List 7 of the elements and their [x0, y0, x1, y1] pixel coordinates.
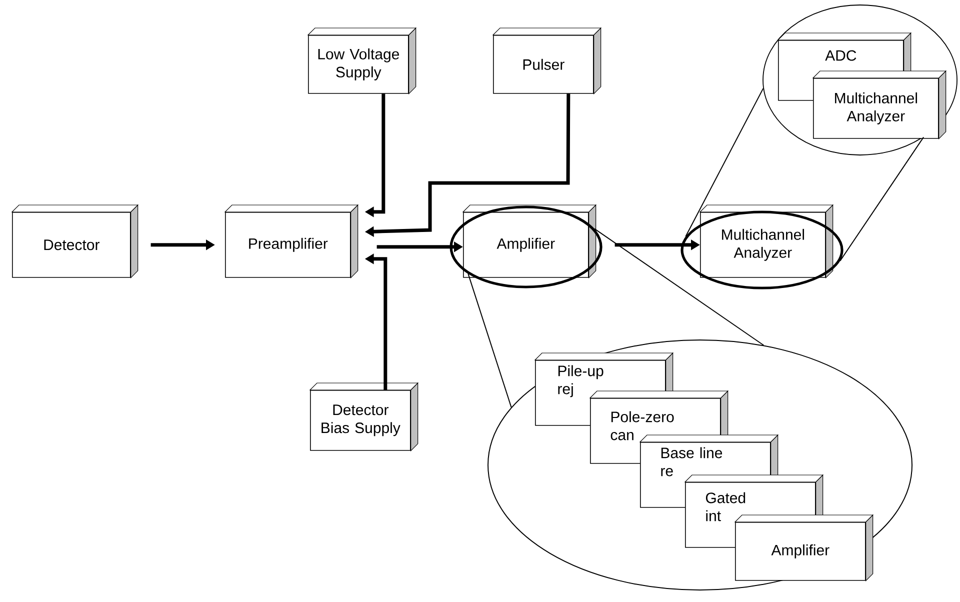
highlight-ring — [450, 206, 602, 288]
zoom-line — [594, 228, 764, 346]
zoom-line — [685, 88, 764, 238]
magnified-view-ellipse — [762, 4, 958, 156]
zoom-line — [468, 273, 512, 408]
highlight-ring — [680, 210, 844, 290]
zoom-line — [840, 136, 924, 262]
